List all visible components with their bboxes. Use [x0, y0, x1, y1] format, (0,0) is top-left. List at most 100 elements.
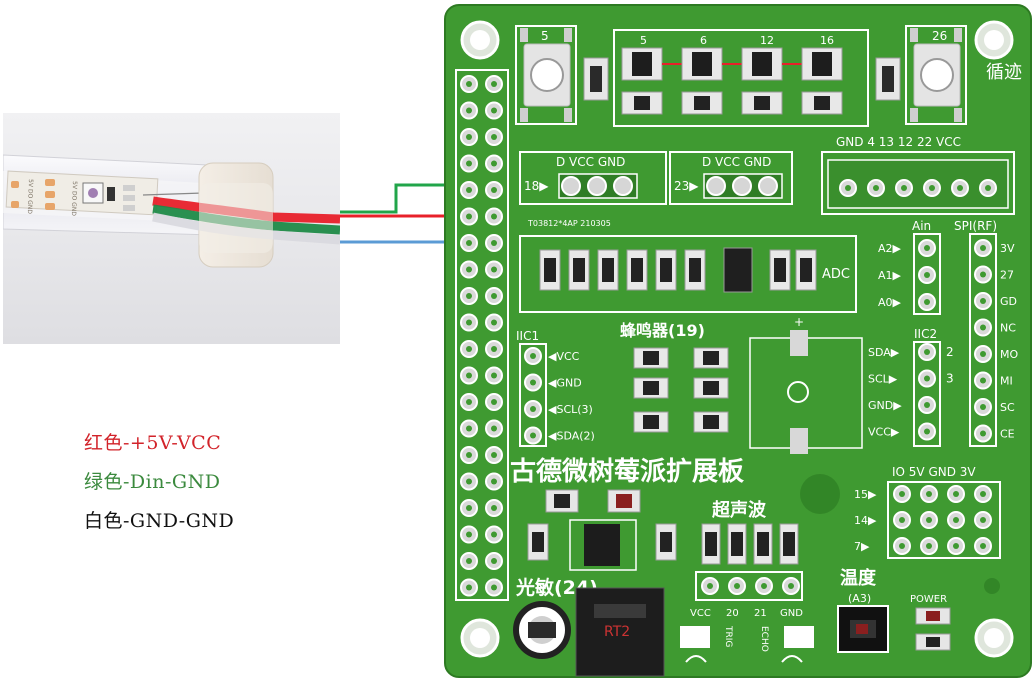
led-header-2-pins[interactable]: [703, 173, 783, 199]
mounting-holes: [460, 20, 1014, 658]
led-block-frame: [613, 29, 869, 127]
trig-pad: [680, 626, 710, 648]
part-number: T03812*4AP 210305: [527, 219, 611, 228]
power-label: POWER: [910, 594, 947, 605]
ultrasonic-pin-label: 20: [726, 608, 739, 619]
spi-title: SPI(RF): [954, 219, 997, 233]
track-pins: [839, 179, 997, 197]
button-sw26[interactable]: 26: [905, 25, 967, 125]
spi-pin-label: GD: [1000, 295, 1017, 308]
led-pin-label: 12: [760, 34, 774, 47]
led-strip-photo: 5V DO GND 5V DO GND: [3, 113, 340, 344]
iic1-title: IIC1: [516, 329, 539, 343]
adc-chip: [723, 247, 753, 293]
echo-pad: [784, 626, 814, 648]
gpio-frame: [455, 69, 509, 601]
iic2-pin-label: GND▶: [868, 399, 902, 412]
resistor: [107, 187, 115, 201]
buzzer-parts: [633, 347, 729, 433]
ain-pin-label: A2▶: [878, 242, 902, 255]
iic1-pin-label: ◀SDA(2): [548, 430, 595, 443]
io-header-cols: IO 5V GND 3V: [892, 465, 976, 479]
ultrasonic-pin-label: GND: [780, 608, 803, 619]
ultrasonic-header: [695, 571, 803, 601]
led-header-1-frame: [519, 151, 667, 205]
echo-label: ECHO: [759, 626, 769, 652]
iic2-title: IIC2: [914, 327, 937, 341]
gpio-header: [455, 69, 509, 601]
spi-pin-label: 27: [1000, 269, 1014, 282]
track-header-label: GND 4 13 12 22 VCC: [836, 135, 961, 149]
led-header-1-pins[interactable]: [558, 173, 638, 199]
led-row: 5 6 12 16: [621, 34, 843, 115]
adc-block-frame: [519, 235, 857, 313]
io-row-label: 15▶: [854, 488, 877, 501]
spi-pin-label: MI: [1000, 375, 1013, 388]
ultrasonic-label: 超声波: [712, 499, 767, 521]
iic2-num: 2: [946, 345, 954, 359]
iic1-pins: ◀VCC ◀GND ◀SCL(3) ◀SDA(2): [524, 347, 595, 445]
ultrasonic-pins: [701, 577, 800, 595]
buzzer-label: 蜂鸣器(19): [620, 321, 705, 340]
ic-footprint: [569, 519, 637, 571]
switch-module: [575, 587, 665, 677]
spi-header: [969, 233, 997, 447]
switch-chip-label: RT2: [604, 624, 630, 640]
iic2-pin-label: SCL▶: [868, 373, 898, 386]
strip-pads: [11, 179, 135, 211]
led-header-2-frame: [669, 151, 793, 205]
io-row-label: 14▶: [854, 514, 877, 527]
ic-chip: [584, 524, 620, 566]
ultrasonic-pin-label: VCC: [690, 608, 711, 619]
ultrasonic-parts: [701, 523, 799, 565]
iic1-pin-label: ◀SCL(3): [548, 403, 593, 416]
led-header-2-label: D VCC GND: [702, 155, 771, 169]
temp-label: 温度: [840, 567, 877, 589]
strip-silk-text-2: 5V DO GND: [70, 181, 78, 216]
led-strip-drawing: 5V DO GND 5V DO GND: [3, 154, 340, 268]
ain-pins: A2▶ A1▶ A0▶: [878, 239, 936, 311]
ultrasonic-pin-label: 21: [754, 608, 767, 619]
trig-label: TRIG: [723, 625, 733, 647]
iic2-pins: SDA▶SCL▶GND▶VCC▶23: [868, 343, 954, 441]
io-pins: 15▶ 14▶ 7▶: [854, 485, 992, 555]
ain-pin-label: A1▶: [878, 269, 902, 282]
strip-silk-text: 5V DO GND: [26, 179, 34, 214]
spi-pin-label: CE: [1000, 428, 1015, 441]
legend-red: 红色-+5V-VCC: [84, 432, 222, 454]
led-header-1-label: D VCC GND: [556, 155, 625, 169]
adc-resistors: [539, 249, 817, 291]
button-label-26: 26: [932, 29, 947, 43]
expansion-board: 5 26 循迹 5 6 12 16 GND 4 13 12 22 VCC D VCC …: [444, 4, 1032, 678]
button-sw5[interactable]: 5: [515, 25, 577, 125]
legend-white: 白色-GND-GND: [84, 510, 235, 532]
strip-pcb: [5, 170, 159, 216]
track-connector: [821, 151, 1015, 215]
legend-green: 绿色-Din-GND: [84, 471, 221, 493]
led-pin-label: 5: [640, 34, 647, 47]
ultrasonic-pin-labels: VCC 20 21 GND: [690, 608, 803, 619]
spi-pin-label: NC: [1000, 322, 1016, 335]
iic1-pin-label: ◀VCC: [548, 350, 580, 363]
io-row-label: 7▶: [854, 540, 870, 553]
led-header-2-pin: 23▶: [674, 179, 699, 193]
spi-pin-label: MO: [1000, 348, 1018, 361]
spi-pin-label: SC: [1000, 401, 1015, 414]
ain-header: [913, 233, 941, 315]
button-label-5: 5: [541, 29, 549, 43]
iic2-pin-label: SDA▶: [868, 346, 900, 359]
led-header-1-pin: 18▶: [524, 179, 549, 193]
iic1-pin-label: ◀GND: [548, 377, 582, 390]
track-label: 循迹: [986, 62, 1022, 83]
led-pin-label: 16: [820, 34, 834, 47]
io-header: [887, 481, 1001, 559]
temp-pin-label: (A3): [848, 592, 871, 605]
svg-text:+: +: [794, 315, 804, 329]
spi-pin-label: 3V: [1000, 242, 1015, 255]
iic2-header: [913, 341, 941, 447]
led-pin-label: 6: [700, 34, 707, 47]
track-text: 循迹: [986, 62, 1022, 83]
ain-pin-label: A0▶: [878, 296, 902, 309]
iic2-num: 3: [946, 372, 954, 386]
